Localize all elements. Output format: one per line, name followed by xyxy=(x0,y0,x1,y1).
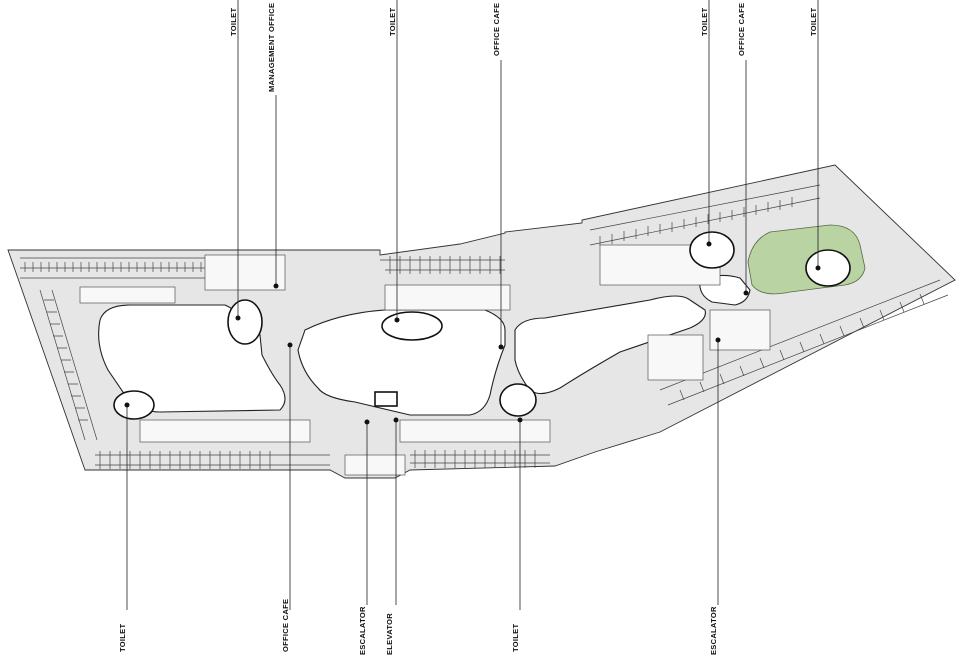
leader-dot xyxy=(124,402,130,408)
label-toilet: TOILET xyxy=(229,8,238,36)
labels-top: TOILET MANAGEMENT OFFICE TOILET OFFICE C… xyxy=(229,3,818,92)
leader-dot xyxy=(743,290,749,296)
service-cores xyxy=(113,231,851,420)
leader-dot xyxy=(517,417,523,423)
label-toilet: TOILET xyxy=(700,8,709,36)
label-toilet: TOILET xyxy=(388,8,397,36)
label-escalator: ESCALATOR xyxy=(358,606,367,655)
label-management-office: MANAGEMENT OFFICE xyxy=(267,3,276,92)
labels-bottom: TOILET OFFICE CAFE ESCALATOR ELEVATOR TO… xyxy=(118,599,718,655)
leader-dot xyxy=(273,283,279,289)
leader-dot xyxy=(706,241,712,247)
label-office-cafe: OFFICE CAFE xyxy=(492,3,501,56)
leader-dot xyxy=(394,317,400,323)
label-office-cafe: OFFICE CAFE xyxy=(281,599,290,652)
label-toilet: TOILET xyxy=(809,8,818,36)
label-toilet: TOILET xyxy=(118,624,127,652)
leaders-bottom xyxy=(124,337,721,610)
leader-dot xyxy=(715,337,721,343)
leaders-top xyxy=(235,0,821,350)
leader-dot xyxy=(815,265,821,271)
rooms xyxy=(79,244,771,476)
label-office-cafe: OFFICE CAFE xyxy=(737,3,746,56)
leader-dot xyxy=(364,419,370,425)
leader-dot xyxy=(235,315,241,321)
label-toilet: TOILET xyxy=(511,624,520,652)
leader-dot xyxy=(498,344,504,350)
leader-dot xyxy=(287,342,293,348)
label-elevator: ELEVATOR xyxy=(385,613,394,655)
parking-east xyxy=(380,184,949,468)
parking-west xyxy=(20,257,330,469)
leader-dot xyxy=(393,417,399,423)
label-escalator: ESCALATOR xyxy=(709,606,718,655)
